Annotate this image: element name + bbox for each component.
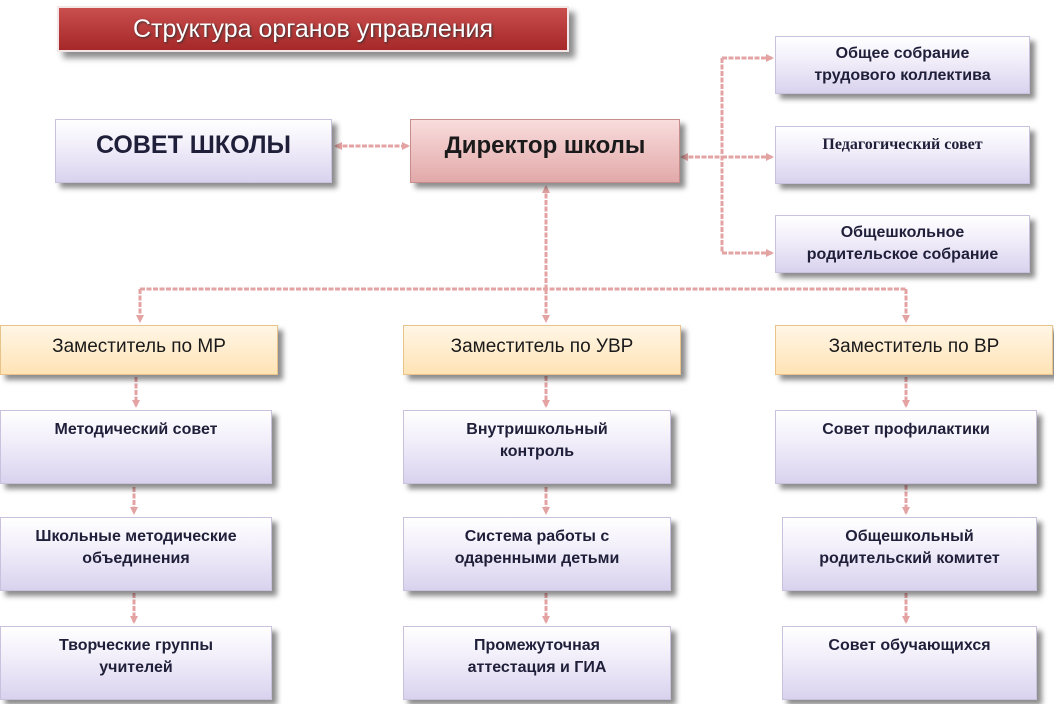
unit-label-line1: Школьные методические xyxy=(35,528,237,545)
deputy-label: Заместитель по ВР xyxy=(828,336,1000,358)
deputy-vr-box: Заместитель по ВР xyxy=(775,325,1053,375)
director-label: Директор школы xyxy=(444,131,646,159)
school-council-label: СОВЕТ ШКОЛЫ xyxy=(95,131,292,160)
unit-label-line1: Промежуточная xyxy=(474,637,600,654)
unit-label-line1: Общешкольный xyxy=(845,528,974,545)
parents-committee-box: Общешкольный родительский комитет xyxy=(782,517,1037,591)
deputy-mr-box: Заместитель по МР xyxy=(0,325,278,375)
unit-label-line1: Система работы с xyxy=(464,528,610,545)
unit-label-line1: Творческие группы xyxy=(58,637,214,654)
unit-label: Методический совет xyxy=(54,421,218,438)
pedagogical-council-box: Педагогический совет xyxy=(775,126,1030,184)
prevention-council-box: Совет профилактики xyxy=(775,410,1037,484)
right-body-line1: Общее собрание xyxy=(835,45,970,62)
unit-label: Совет обучающихся xyxy=(828,637,991,654)
unit-label-line2: контроль xyxy=(499,442,575,460)
attestation-gia-box: Промежуточная аттестация и ГИА xyxy=(403,626,671,700)
deputy-label: Заместитель по МР xyxy=(52,336,226,358)
deputy-uvr-box: Заместитель по УВР xyxy=(403,325,681,375)
unit-label-line1: Внутришкольный xyxy=(466,421,608,438)
creative-teacher-groups-box: Творческие группы учителей xyxy=(0,626,272,700)
unit-label-line2: родительский комитет xyxy=(819,549,1000,567)
school-council-box: СОВЕТ ШКОЛЫ xyxy=(55,119,332,183)
page-title: Структура органов управления xyxy=(57,6,569,52)
student-council-box: Совет обучающихся xyxy=(782,626,1037,700)
unit-label-line2: одаренными детьми xyxy=(454,549,620,567)
gifted-children-system-box: Система работы с одаренными детьми xyxy=(403,517,671,591)
general-staff-meeting-box: Общее собрание трудового коллектива xyxy=(775,36,1030,94)
right-body-line2: родительское собрание xyxy=(806,245,999,263)
right-body-line2: трудового коллектива xyxy=(814,66,991,84)
director-box: Директор школы xyxy=(410,119,680,183)
internal-control-box: Внутришкольный контроль xyxy=(403,410,671,484)
unit-label-line2: аттестация и ГИА xyxy=(467,658,607,676)
unit-label-line2: учителей xyxy=(99,658,173,676)
unit-label-line2: объединения xyxy=(82,549,190,567)
right-body-line1: Общешкольное xyxy=(840,224,965,241)
right-body-line1: Педагогический совет xyxy=(822,136,983,154)
deputy-label: Заместитель по УВР xyxy=(450,336,634,358)
school-methodical-associations-box: Школьные методические объединения xyxy=(0,517,272,591)
methodical-council-box: Методический совет xyxy=(0,410,272,484)
parents-meeting-box: Общешкольное родительское собрание xyxy=(775,215,1030,273)
unit-label: Совет профилактики xyxy=(822,421,990,438)
